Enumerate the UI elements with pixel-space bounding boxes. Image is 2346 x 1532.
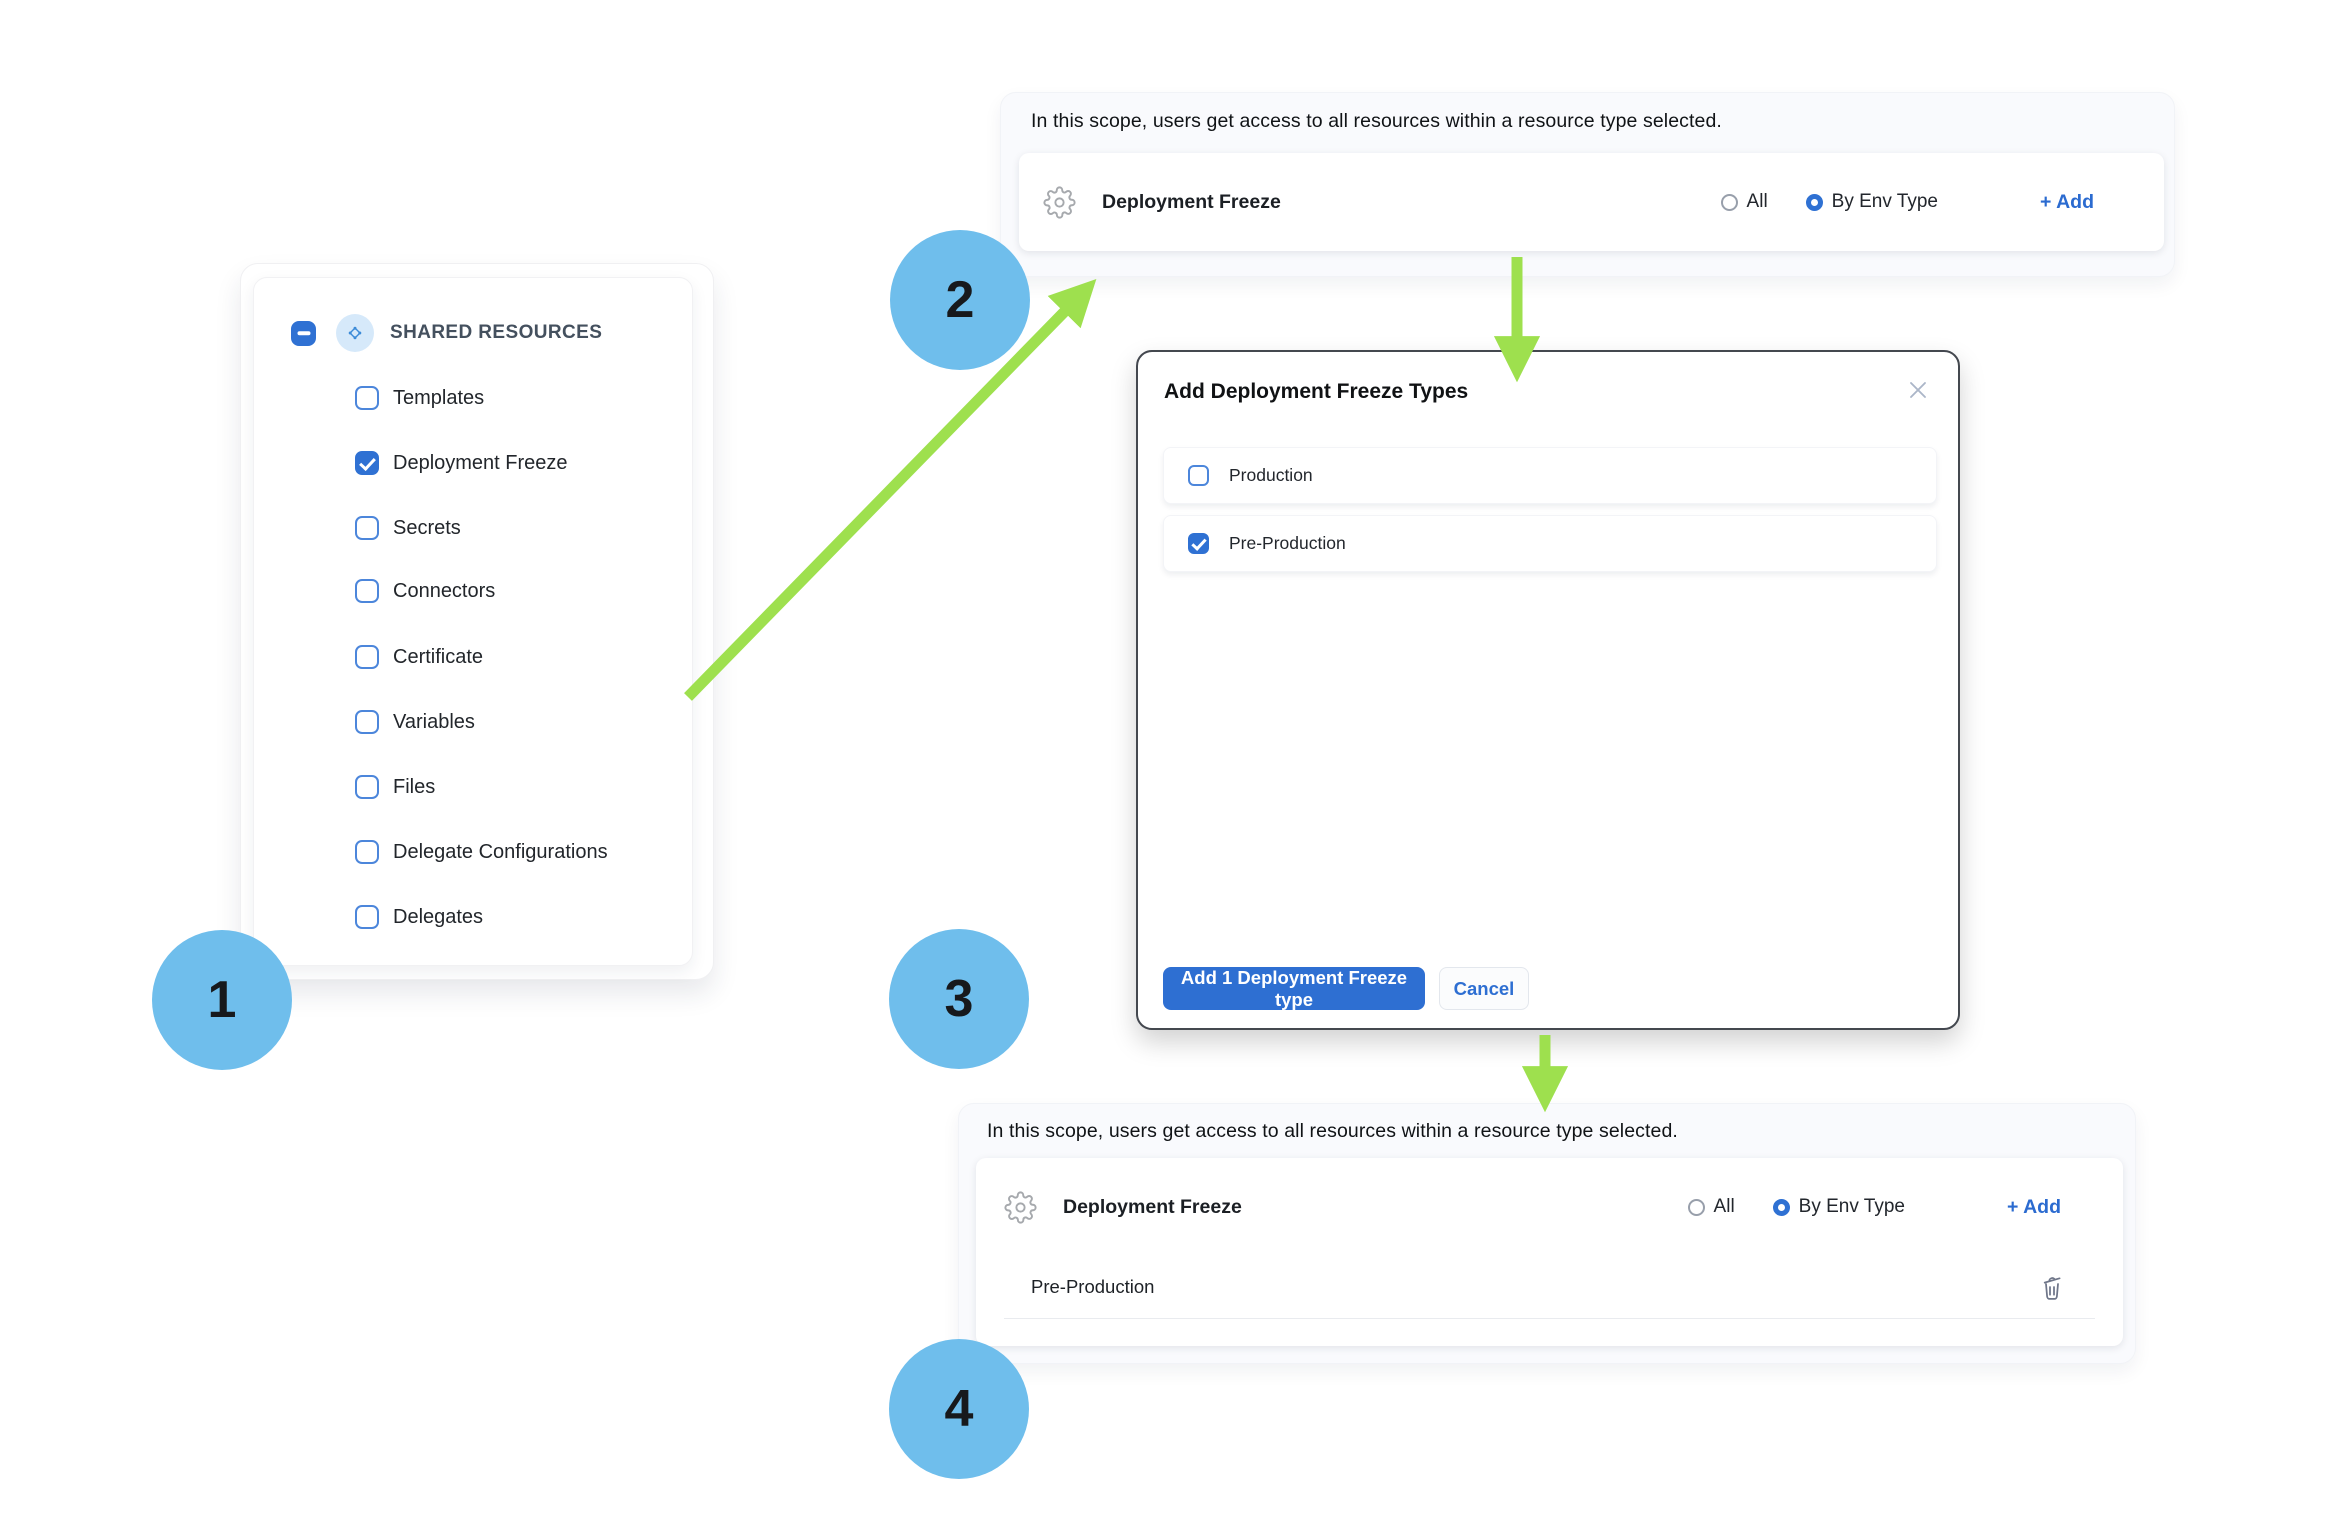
- add-button[interactable]: + Add: [2040, 190, 2094, 213]
- add-deployment-freeze-type-button[interactable]: Add 1 Deployment Freeze type: [1163, 967, 1425, 1010]
- radio-by-env-type-label[interactable]: By Env Type: [1798, 1196, 1905, 1217]
- resource-type-card: Deployment Freeze All By Env Type + Add: [1019, 153, 2164, 251]
- modal-option-production: Production: [1163, 447, 1937, 504]
- production-checkbox[interactable]: [1188, 465, 1209, 486]
- sidebar-item-label: Certificate: [393, 645, 484, 668]
- row-divider: [1004, 1318, 2095, 1319]
- resource-type-card: Deployment Freeze All By Env Type + Add …: [976, 1158, 2123, 1346]
- radio-all[interactable]: [1720, 193, 1738, 211]
- delegates-checkbox[interactable]: [355, 905, 379, 929]
- radio-all[interactable]: [1687, 1198, 1705, 1216]
- deployment-freeze-row: Deployment Freeze All By Env Type + Add: [1019, 153, 2164, 251]
- variables-checkbox[interactable]: [355, 710, 379, 734]
- sidebar-item-files: Files: [355, 770, 435, 804]
- add-button[interactable]: + Add: [2007, 1195, 2061, 1218]
- radio-by-env-type[interactable]: [1805, 193, 1823, 211]
- shared-resources-header: SHARED RESOURCES: [291, 314, 603, 352]
- sidebar-item-label: Files: [393, 775, 436, 798]
- gear-icon: [1043, 185, 1076, 219]
- minus-checkbox-icon[interactable]: [291, 320, 316, 346]
- step-badge-2: 2: [890, 230, 1030, 370]
- step-badge-3: 3: [889, 929, 1029, 1069]
- connectors-checkbox[interactable]: [355, 579, 379, 603]
- sidebar-item-label: Secrets: [393, 516, 461, 539]
- deployment-freeze-checkbox[interactable]: [355, 451, 379, 475]
- modal-option-label: Pre-Production: [1229, 533, 1346, 553]
- deployment-freeze-row: Deployment Freeze All By Env Type + Add: [976, 1158, 2123, 1256]
- sidebar-item-label: Connectors: [393, 579, 496, 602]
- shared-resources-title: SHARED RESOURCES: [390, 322, 603, 343]
- step-badge-1: 1: [152, 930, 292, 1070]
- scope-panel-top: In this scope, users get access to all r…: [1000, 92, 2175, 277]
- secrets-checkbox[interactable]: [355, 516, 379, 540]
- scope-description: In this scope, users get access to all r…: [1031, 110, 1722, 132]
- sidebar-item-label: Delegates: [393, 905, 484, 928]
- sidebar-item-templates: Templates: [355, 381, 484, 415]
- shared-resources-icon: [336, 314, 374, 352]
- step-badge-4: 4: [889, 1339, 1029, 1479]
- shared-resources-panel: SHARED RESOURCES Templates Deployment Fr…: [253, 277, 693, 966]
- scope-panel-bottom: In this scope, users get access to all r…: [958, 1103, 2136, 1364]
- sidebar-item-label: Delegate Configurations: [393, 840, 608, 863]
- cancel-button[interactable]: Cancel: [1439, 967, 1529, 1010]
- sidebar-item-label: Deployment Freeze: [393, 451, 568, 474]
- sidebar-item-connectors: Connectors: [355, 574, 495, 608]
- sidebar-item-secrets: Secrets: [355, 511, 461, 545]
- sidebar-item-label: Templates: [393, 386, 485, 409]
- sidebar-item-certificate: Certificate: [355, 640, 483, 674]
- resource-type-label: Deployment Freeze: [1063, 1195, 1242, 1218]
- add-deployment-freeze-types-modal: Add Deployment Freeze Types Production P…: [1136, 350, 1960, 1030]
- modal-title: Add Deployment Freeze Types: [1164, 380, 1469, 403]
- templates-checkbox[interactable]: [355, 386, 379, 410]
- sidebar-item-deployment-freeze: Deployment Freeze: [355, 446, 568, 480]
- certificate-checkbox[interactable]: [355, 645, 379, 669]
- radio-by-env-type-label[interactable]: By Env Type: [1831, 191, 1938, 212]
- pre-production-checkbox[interactable]: [1188, 533, 1209, 554]
- trash-icon[interactable]: [2037, 1272, 2067, 1302]
- radio-by-env-type[interactable]: [1772, 1198, 1790, 1216]
- close-icon[interactable]: [1904, 376, 1932, 404]
- radio-all-label[interactable]: All: [1746, 191, 1768, 212]
- selected-env-type-row: Pre-Production: [976, 1256, 2123, 1318]
- files-checkbox[interactable]: [355, 775, 379, 799]
- selected-env-type-label: Pre-Production: [1031, 1276, 1155, 1297]
- modal-option-label: Production: [1229, 465, 1313, 485]
- modal-option-pre-production: Pre-Production: [1163, 515, 1937, 572]
- resource-type-label: Deployment Freeze: [1102, 190, 1281, 213]
- sidebar-item-label: Variables: [393, 710, 475, 733]
- sidebar-item-delegate-configurations: Delegate Configurations: [355, 835, 608, 869]
- gear-icon: [1004, 1190, 1037, 1224]
- scope-description: In this scope, users get access to all r…: [987, 1120, 1678, 1142]
- sidebar-item-variables: Variables: [355, 705, 475, 739]
- delegate-configurations-checkbox[interactable]: [355, 840, 379, 864]
- sidebar-item-delegates: Delegates: [355, 900, 483, 934]
- radio-all-label[interactable]: All: [1713, 1196, 1735, 1217]
